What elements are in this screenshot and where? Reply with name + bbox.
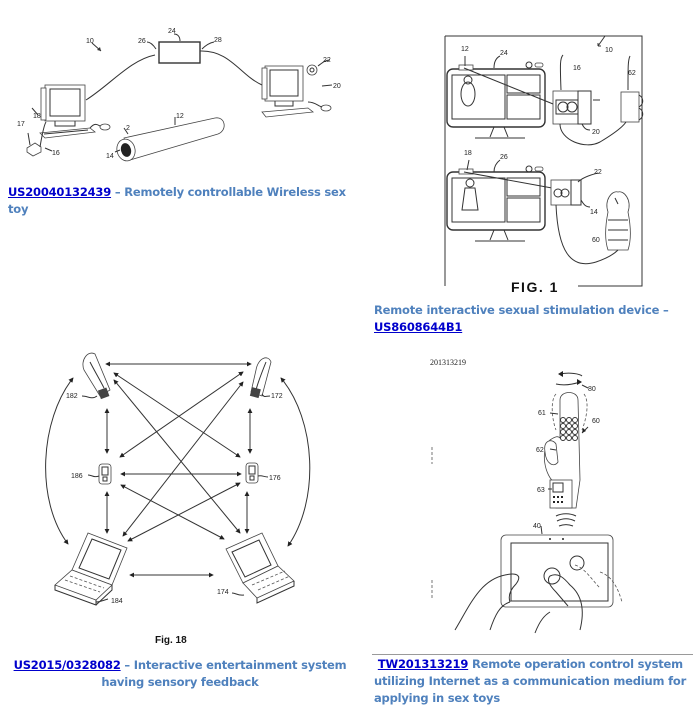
wireless-signal-icon [555, 513, 577, 527]
phone-176-icon [245, 462, 259, 484]
caption-text-line3: applying in sex toys [374, 691, 500, 705]
ref-18: 18 [464, 150, 472, 157]
laptop-174-icon [225, 532, 295, 604]
ref-186: 186 [71, 473, 83, 480]
toy-60-icon [605, 191, 631, 251]
panel-remote-operation-control: 201313219 [360, 340, 693, 724]
tablet-icon [500, 534, 614, 608]
panel-remote-interactive-device: 12 24 10 16 62 20 18 26 22 14 60 FIG. 1 … [360, 0, 693, 340]
ref-184: 184 [111, 598, 123, 605]
caption-text-line2: having sensory feedback [101, 675, 259, 689]
caption-text-line2: utilizing Internet as a communication me… [374, 674, 687, 688]
control-unit-22-icon [550, 179, 582, 206]
control-unit-16-icon [552, 90, 592, 125]
ref-61: 61 [538, 410, 546, 417]
ref-14: 14 [590, 209, 598, 216]
ref-182: 182 [66, 393, 78, 400]
patent-drawing-tablet-control: 80 61 60 62 63 40 [431, 371, 623, 634]
ref-80: 80 [588, 386, 596, 393]
patent-link-us2015-0328082[interactable]: US2015/0328082 [13, 658, 121, 672]
patent-link-tw201313219[interactable]: TW201313219 [377, 657, 469, 671]
ref-62: 62 [628, 70, 636, 77]
patent-link-us20040132439[interactable]: US20040132439 [8, 185, 112, 199]
ref-28: 28 [214, 37, 222, 44]
ref-20: 20 [592, 129, 600, 136]
patent-link-us8608644b1[interactable]: US8608644B1 [374, 320, 463, 334]
ref-20: 20 [333, 83, 341, 90]
ref-12: 12 [461, 46, 469, 53]
ref-176: 176 [269, 475, 281, 482]
ref-17: 17 [17, 121, 25, 128]
caption-tw201313219: TW201313219 Remote operation control sys… [374, 656, 692, 707]
ref-26: 26 [138, 38, 146, 45]
ref-16: 16 [52, 150, 60, 157]
panel-remote-wireless-toy: 10 24 26 28 22 20 18 17 16 12 2 14 US200… [0, 0, 355, 216]
ref-22: 22 [594, 169, 602, 176]
phone-186-icon [98, 463, 112, 485]
right-computer-icon [261, 64, 332, 118]
toy-182-icon [82, 352, 111, 400]
ref-174: 174 [217, 589, 229, 596]
device-62-icon [620, 91, 644, 123]
ref-14: 14 [106, 153, 114, 160]
ref-60: 60 [592, 418, 600, 425]
connection-arrows [45, 361, 311, 578]
caption-text: – Interactive entertainment system [120, 658, 347, 672]
ref-40: 40 [533, 523, 541, 530]
ref-62: 62 [536, 447, 544, 454]
caption-text: Remote operation control system [468, 657, 683, 671]
panel-interactive-entertainment: 182 172 186 176 184 174 Fig. 18 US2015/0… [0, 340, 360, 724]
ref-24: 24 [500, 50, 508, 57]
left-computer-icon [26, 84, 111, 157]
ref-22: 22 [323, 57, 331, 64]
ref-10: 10 [605, 47, 613, 54]
ref-2: 2 [126, 125, 130, 132]
patent-drawing-networked-computers: 10 24 26 28 22 20 18 17 16 12 2 14 [17, 28, 341, 162]
divider-line [372, 654, 693, 655]
ref-172: 172 [271, 393, 283, 400]
caption-us20040132439: US20040132439 – Remotely controllable Wi… [8, 184, 353, 218]
document-number: 201313219 [430, 358, 466, 367]
caption-text: – Remotely controllable Wireless sex toy [8, 185, 346, 216]
hands-icon [454, 564, 623, 634]
caption-us2015-0328082: US2015/0328082 – Interactive entertainme… [0, 657, 360, 691]
ref-26: 26 [500, 154, 508, 161]
toy-172-icon [249, 357, 272, 399]
toy-60-icon [543, 392, 588, 509]
figure-label-fig18: Fig. 18 [155, 635, 187, 646]
ref-10: 10 [86, 38, 94, 45]
patent-drawing-fig18: 182 172 186 176 184 174 [45, 352, 311, 606]
network-box [158, 41, 201, 64]
patent-drawing-fig1: 12 24 10 16 62 20 18 26 22 14 60 [444, 35, 644, 287]
ref-16: 16 [573, 65, 581, 72]
caption-us8608644b1: Remote interactive sexual stimulation de… [374, 302, 684, 336]
ref-63: 63 [537, 487, 545, 494]
ref-24: 24 [168, 28, 176, 35]
top-monitor-icon [446, 61, 564, 139]
ref-18: 18 [33, 113, 41, 120]
bottom-monitor-icon [446, 165, 553, 242]
cylinder-toy-icon [116, 117, 225, 162]
ref-60: 60 [592, 237, 600, 244]
figure-label-fig1: FIG. 1 [511, 279, 559, 295]
caption-text: Remote interactive sexual stimulation de… [374, 303, 669, 317]
laptop-184-icon [54, 532, 128, 606]
ref-12: 12 [176, 113, 184, 120]
